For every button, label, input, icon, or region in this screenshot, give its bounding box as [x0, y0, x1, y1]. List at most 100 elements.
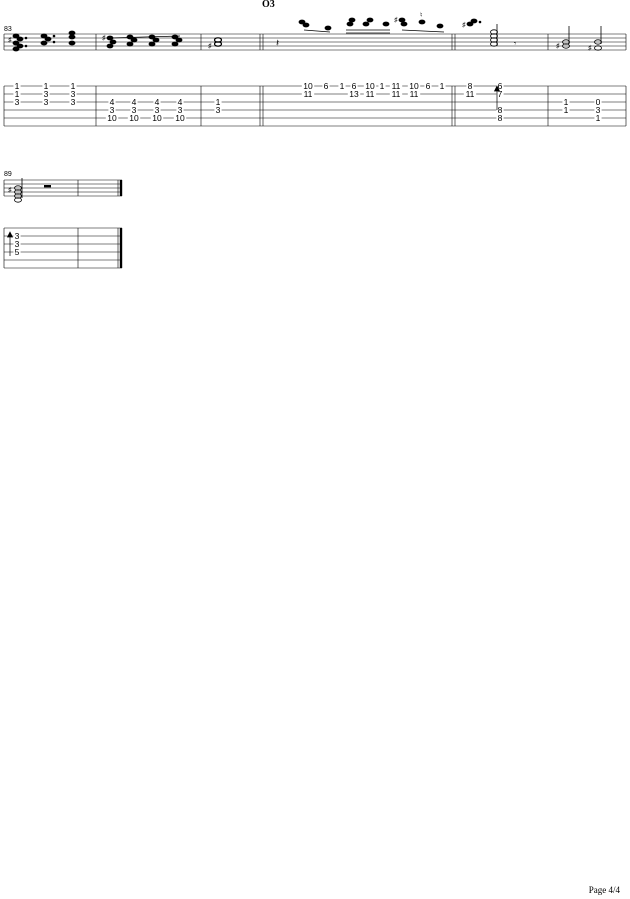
tab-fret-background — [496, 82, 504, 90]
svg-text:♯: ♯ — [588, 45, 592, 52]
tab-fret-number: 3 — [178, 105, 183, 115]
tab-fret-background — [214, 98, 222, 106]
svg-text:♯: ♯ — [462, 22, 466, 29]
svg-text:𝄾: 𝄾 — [514, 39, 516, 48]
tab-fret-number: 6 — [426, 81, 431, 91]
tab-fret-number: 1 — [440, 81, 445, 91]
tab-fret-number: 4 — [155, 97, 160, 107]
system-1-tab — [3, 85, 627, 127]
tab-fret-background — [301, 82, 315, 90]
tab-fret-background — [150, 114, 164, 122]
tab-fret-number: 3 — [596, 105, 601, 115]
tab-fret-background — [42, 82, 50, 90]
tab-fret-number: 10 — [303, 81, 313, 91]
tab-fret-number: 3 — [44, 97, 49, 107]
tab-fret-background — [338, 82, 346, 90]
tab-fret-background — [463, 90, 477, 98]
tab-fret-number: 13 — [349, 89, 359, 99]
tab-fret-number: 10 — [107, 113, 117, 123]
tab-fret-number: 1 — [380, 81, 385, 91]
tab-fret-background — [176, 98, 184, 106]
tab-fret-background — [407, 90, 421, 98]
tab-fret-background — [407, 82, 421, 90]
tab-fret-number: 11 — [392, 81, 401, 91]
tab-fret-background — [350, 82, 358, 90]
tab-fret-background — [363, 82, 377, 90]
svg-text:♯: ♯ — [208, 43, 212, 50]
tab-fret-number: 3 — [71, 89, 76, 99]
tab-fret-number: 1 — [596, 113, 601, 123]
tab-fret-background — [389, 90, 403, 98]
system-2-tab-numbers: 335 — [13, 231, 21, 257]
svg-text:♯: ♯ — [102, 35, 106, 42]
tab-fret-background — [347, 90, 361, 98]
tab-fret-number: 3 — [15, 239, 20, 249]
tab-fret-background — [378, 82, 386, 90]
tab-fret-number: 6 — [324, 81, 329, 91]
tab-fret-background — [466, 82, 474, 90]
tab-fret-background — [108, 106, 116, 114]
tab-fret-background — [389, 82, 403, 90]
tab-fret-background — [496, 114, 504, 122]
tab-fret-number: 10 — [409, 81, 419, 91]
tab-fret-number: 1 — [340, 81, 345, 91]
tab-fret-background — [594, 106, 602, 114]
tab-fret-background — [173, 114, 187, 122]
tab-fret-number: 5 — [15, 247, 20, 257]
tab-fret-background — [363, 90, 377, 98]
svg-text:♯: ♯ — [8, 37, 12, 44]
tab-fret-number: 3 — [110, 105, 115, 115]
tab-fret-background — [438, 82, 446, 90]
svg-text:♮: ♮ — [420, 11, 423, 19]
tab-fret-number: 10 — [152, 113, 162, 123]
tab-fret-number: 3 — [71, 97, 76, 107]
tab-fret-background — [153, 98, 161, 106]
tab-fret-number: 8 — [468, 81, 473, 91]
tab-fret-number: 3 — [15, 231, 20, 241]
chord-group: ♯ — [208, 37, 223, 50]
tab-fret-background — [594, 114, 602, 122]
tab-fret-background — [496, 106, 504, 114]
system-2-notes: ♯ — [8, 178, 51, 203]
tab-fret-background — [176, 106, 184, 114]
tab-fret-number: 3 — [216, 105, 221, 115]
tab-fret-number: 3 — [132, 105, 137, 115]
chord-group: ♯ — [8, 30, 76, 52]
system-1-measure-number: 83 — [4, 26, 12, 33]
tab-fret-number: 11 — [304, 89, 313, 99]
tab-fret-number: 8 — [498, 105, 503, 115]
tab-fret-number: 1 — [15, 89, 20, 99]
section-title: O3 — [262, 0, 275, 10]
melodic-run: 𝄽 ♯ ♮ — [276, 11, 445, 49]
svg-text:♯: ♯ — [394, 17, 398, 24]
system-2-tab — [3, 227, 123, 269]
tab-fret-background — [424, 82, 432, 90]
tab-fret-number: 11 — [392, 89, 401, 99]
tab-fret-background — [594, 98, 602, 106]
system-2-staff — [3, 179, 123, 197]
tab-fret-background — [562, 106, 570, 114]
tab-fret-background — [13, 240, 21, 248]
tab-fret-number: 0 — [596, 97, 601, 107]
tab-fret-number: 4 — [178, 97, 183, 107]
tab-fret-number: 6 — [352, 81, 357, 91]
tab-fret-number: 11 — [466, 89, 475, 99]
tab-fret-background — [69, 90, 77, 98]
tab-fret-number: 1 — [564, 97, 569, 107]
tab-fret-number: 10 — [175, 113, 185, 123]
strum-arrow — [6, 85, 501, 256]
tab-fret-background — [13, 82, 21, 90]
tab-fret-background — [562, 98, 570, 106]
tab-fret-number: 3 — [44, 89, 49, 99]
tab-fret-background — [496, 90, 504, 98]
tab-fret-background — [301, 90, 315, 98]
tab-fret-background — [108, 98, 116, 106]
svg-text:♯: ♯ — [8, 187, 12, 194]
tab-fret-background — [42, 90, 50, 98]
chord-group: ♯ — [102, 34, 183, 49]
tab-fret-number: 6 — [498, 81, 503, 91]
chord-group: ♯ 𝄾 — [462, 18, 516, 48]
tab-fret-number: 3 — [155, 105, 160, 115]
tab-fret-background — [42, 98, 50, 106]
